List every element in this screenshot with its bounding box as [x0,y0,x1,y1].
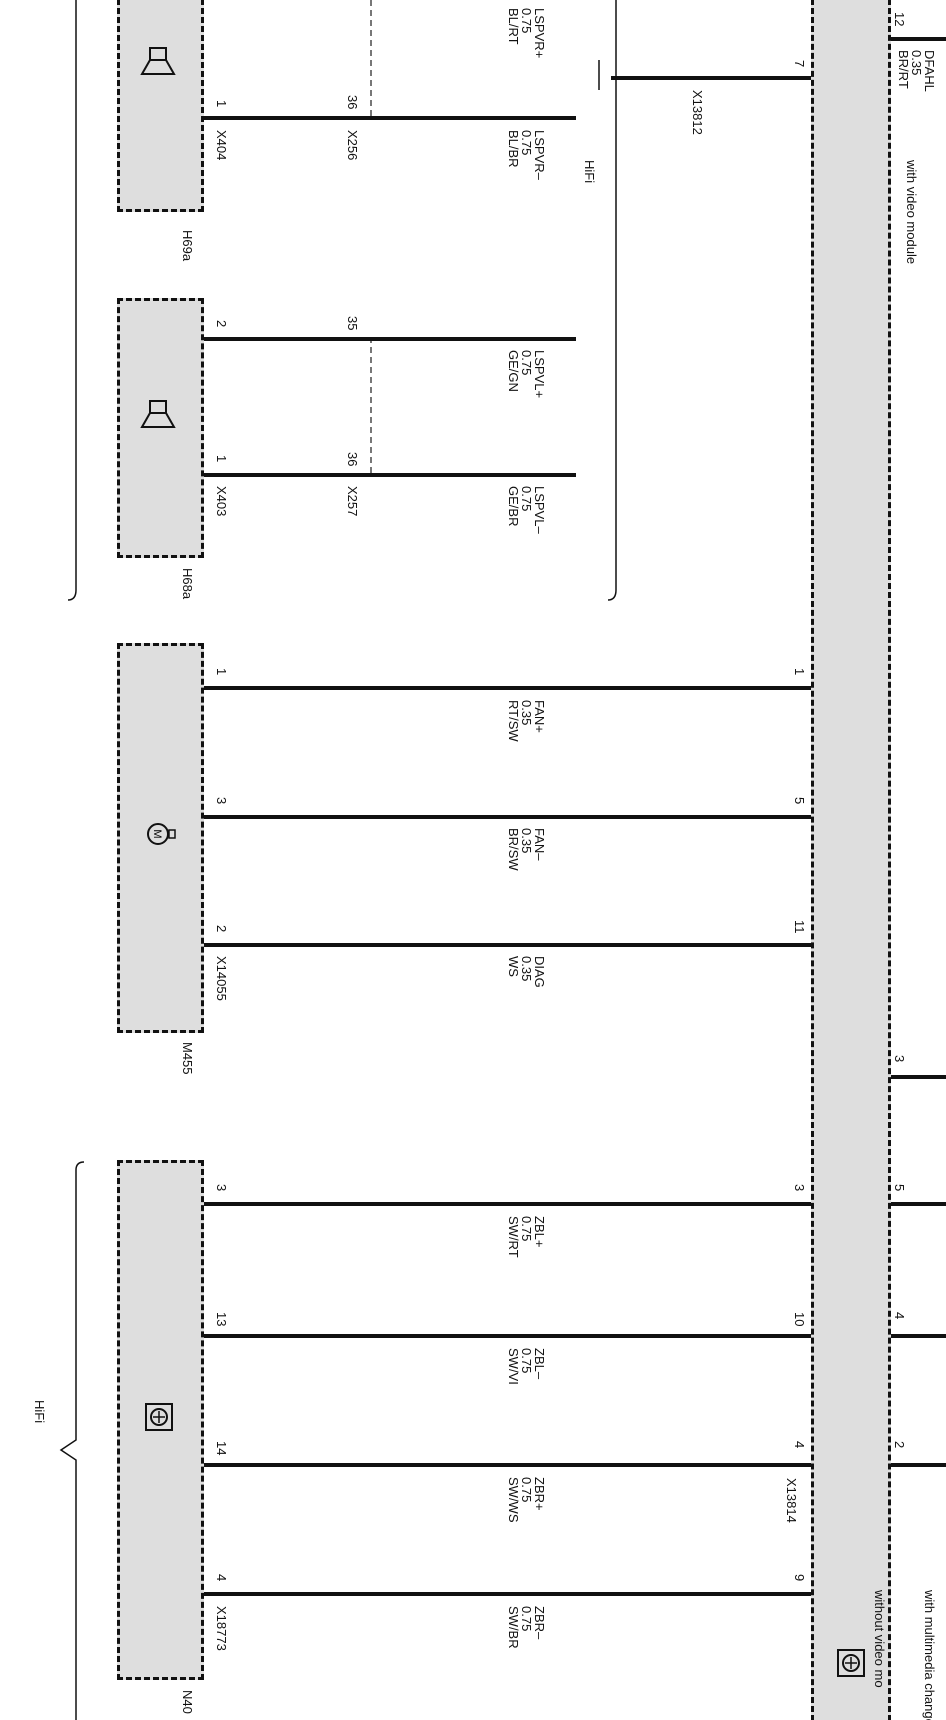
pin-x257-36: 36 [345,452,360,467]
ref-n40: N40 [180,1690,195,1714]
hifi-brace-upper-inner [607,0,617,601]
pin-n40-14: 14 [214,1441,229,1456]
amplifier-icon [837,1649,865,1677]
connector-x404: X404 [214,130,229,161]
pin-h68a-1: 1 [214,455,229,463]
ref-h69a: H69a [180,230,195,262]
hifi-brace-upper-outer [67,0,77,601]
label-dfahl: DFAHL 0.35 BR/RT [896,50,937,92]
label-fan-minus: FAN– 0.35 BR/SW [506,828,547,871]
hifi-brace-lower [59,1170,77,1720]
pin-amp-10: 10 [792,1312,807,1327]
pin-amp-1: 1 [792,668,807,676]
pin-x13814-2: 2 [892,1441,907,1449]
label-zbl-plus: ZBL+ 0.75 SW/RT [506,1216,547,1258]
connector-x403: X403 [214,486,229,517]
option-hifi-lower: HiFi [32,1400,47,1424]
pin-h69a-1: 1 [214,100,229,108]
option-hifi-upper: HiFi [582,160,597,184]
pin-amp-3: 3 [792,1184,807,1192]
pin-m455-3: 3 [214,797,229,805]
svg-text:M: M [151,829,163,838]
label-lspvr-minus: LSPVR– 0.75 BL/BR [506,130,547,180]
pin-amp-9: 9 [792,1574,807,1582]
connector-x256: X256 [345,130,360,161]
pin-n40-3: 3 [214,1184,229,1192]
label-diag: DIAG 0.35 WS [506,956,547,988]
connector-x13812: X13812 [690,90,705,135]
ref-h68a: H68a [180,568,195,600]
connector-x18773: X18773 [214,1606,229,1651]
connector-x14055: X14055 [214,956,229,1001]
label-zbr-plus: ZBR+ 0.75 SW/WS [506,1477,547,1523]
fan-motor-icon: M [147,823,176,845]
amplifier-icon [145,1403,173,1431]
ref-m455: M455 [180,1042,195,1075]
pin-x257-35: 35 [345,316,360,331]
label-lspvl-plus: LSPVL+ 0.75 GE/GN [506,350,547,399]
note-with-video-module: with video module [904,160,919,265]
pin-x13814-5: 5 [892,1184,907,1192]
pin-amp-5: 5 [792,797,807,805]
pin-h68a-2: 2 [214,320,229,328]
pin-amp-4: 4 [792,1441,807,1449]
pin-x256-36: 36 [345,95,360,110]
option-without-video: without video mo [872,1590,887,1688]
pin-top-12: 12 [892,12,907,27]
label-lspvr-plus: LSPVR+ 0.75 BL/RT [506,8,547,59]
option-multimedia: with multimedia changer [922,1590,937,1720]
pin-amp-11: 11 [792,920,807,934]
pin-x13814-4: 4 [892,1312,907,1320]
pin-x13812-7: 7 [792,60,807,68]
pin-x13814-3: 3 [892,1055,907,1063]
pin-m455-2: 2 [214,925,229,933]
pin-m455-1: 1 [214,668,229,676]
pin-n40-13: 13 [214,1312,229,1327]
label-zbl-minus: ZBL– 0.75 SW/VI [506,1348,547,1385]
label-lspvl-minus: LSPVL– 0.75 GE/BR [506,486,547,534]
pin-n40-4: 4 [214,1574,229,1582]
speaker-icon [140,400,176,428]
label-fan-plus: FAN+ 0.35 RT/SW [506,700,547,742]
connector-x257: X257 [345,486,360,517]
connector-x13814: X13814 [784,1478,799,1523]
speaker-icon [140,47,176,75]
label-zbr-minus: ZBR– 0.75 SW/BR [506,1606,547,1649]
